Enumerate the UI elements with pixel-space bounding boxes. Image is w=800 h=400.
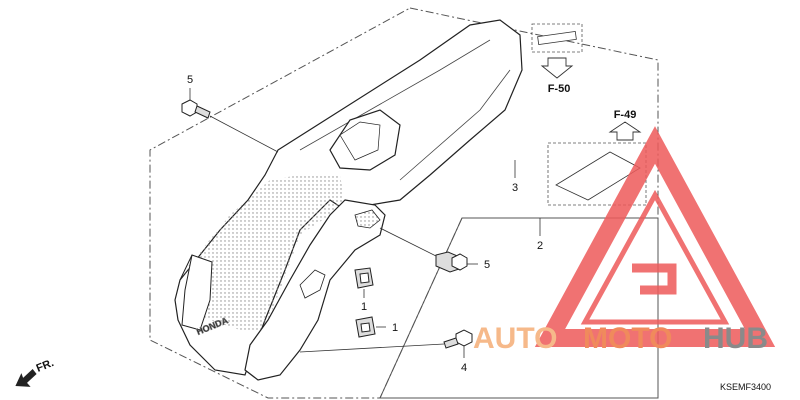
callout-bolt-bottom: 4 <box>461 362 467 374</box>
watermark-wordmark: AUTO MOTO HUB <box>473 322 768 355</box>
diagram-code: KSEMF3400 <box>720 382 771 392</box>
arrow-down-icon <box>540 57 574 79</box>
callout-clip-upper: 1 <box>361 301 367 313</box>
arrow-up-icon <box>608 121 642 141</box>
callout-clip-lower: 1 <box>392 322 398 334</box>
watermark-auto: AUTO <box>473 322 557 355</box>
flange-bolt-bottom <box>299 329 473 353</box>
callout-rear-inner-fender: 2 <box>537 240 543 252</box>
callout-rear-fender: 3 <box>512 182 518 194</box>
callout-bolt-right: 5 <box>484 259 490 271</box>
flange-bolt-top <box>181 99 279 153</box>
assembly-outline <box>149 7 659 399</box>
watermark-logo <box>534 126 776 347</box>
clip-lower <box>355 316 376 338</box>
watermark-moto: MOTO <box>583 322 672 355</box>
callout-bolt-top: 5 <box>187 74 193 86</box>
front-direction: FR. <box>15 357 56 387</box>
ref-f49: F-49 <box>614 109 637 121</box>
watermark-hub: HUB <box>703 322 768 355</box>
rear-fender <box>174 19 523 376</box>
reference-f49: F-49 <box>547 109 647 206</box>
clip-upper <box>354 267 374 289</box>
front-arrow-icon <box>15 369 37 387</box>
rear-inner-fender <box>244 199 386 381</box>
ref-f50: F-50 <box>548 83 571 95</box>
mud-flap <box>179 254 213 331</box>
front-label: FR. <box>35 357 56 375</box>
flange-bolt-right <box>379 227 468 273</box>
reference-f50: F-50 <box>531 23 583 95</box>
